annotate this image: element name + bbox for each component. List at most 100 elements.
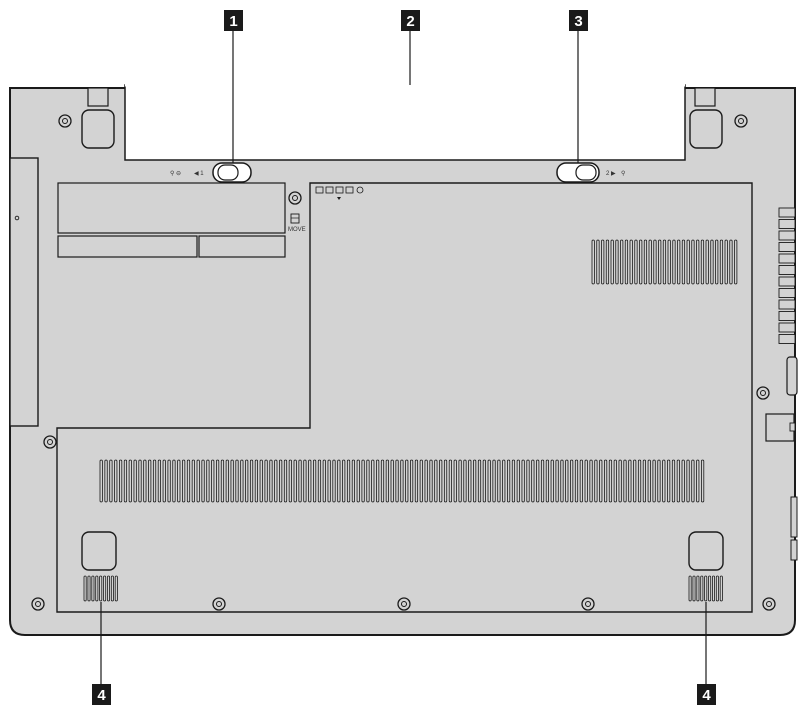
vent-slot	[337, 459, 341, 503]
vent-slot	[545, 459, 550, 503]
vent-slot	[152, 459, 157, 503]
vent-slot	[308, 459, 312, 503]
vent-slot	[453, 459, 457, 503]
side-vent-slot	[778, 299, 796, 310]
vent-slot	[235, 459, 239, 503]
speaker-slot	[696, 575, 700, 602]
vent-slot	[346, 459, 351, 503]
vent-slot	[579, 459, 583, 503]
vent-slot	[608, 459, 613, 503]
battery-latch-spring: 2 ▶ ⚲	[556, 162, 625, 183]
vent-slot	[613, 459, 617, 503]
vent-slot	[628, 459, 632, 503]
vent-slot	[560, 459, 564, 503]
vent-slot	[414, 459, 419, 503]
vent-slot	[303, 459, 307, 503]
vent-slot	[672, 239, 676, 285]
vent-slot	[400, 459, 404, 503]
speaker-slot	[712, 575, 716, 602]
vent-slot	[206, 459, 210, 503]
vent-slot	[356, 459, 360, 503]
vent-slot	[177, 459, 181, 503]
vent-slot	[317, 459, 322, 503]
vent-slot	[729, 239, 733, 285]
vent-slot	[274, 459, 278, 503]
vent-slot	[555, 459, 559, 503]
vent-slot	[605, 239, 610, 285]
vent-slot	[288, 459, 292, 503]
rubber-foot-top-right	[689, 109, 723, 149]
screw-icon	[43, 435, 57, 449]
memory-door-icon	[290, 213, 300, 224]
vent-slot	[463, 459, 467, 503]
vent-slot	[434, 459, 438, 503]
vent-slot	[584, 459, 588, 503]
vent-slot	[506, 459, 511, 503]
vent-slot	[677, 239, 681, 285]
rubber-foot-bottom-right	[688, 531, 724, 571]
vent-slot	[596, 239, 600, 285]
side-vent-slot	[778, 265, 796, 275]
vent-slot	[700, 239, 705, 285]
svg-text:4: 4	[97, 687, 106, 704]
vent-slot	[521, 459, 525, 503]
vent-slot	[633, 459, 637, 503]
vent-slot	[624, 239, 629, 285]
vent-slot	[201, 459, 205, 503]
vent-slot	[249, 459, 254, 503]
vent-slot	[719, 239, 724, 285]
vent-slot	[615, 239, 619, 285]
vent-slot	[376, 459, 380, 503]
component-icons	[315, 186, 364, 200]
speaker-slot	[715, 575, 719, 602]
screw-icon	[288, 191, 302, 205]
vent-slot	[254, 459, 258, 503]
vent-slot	[658, 239, 662, 285]
vent-slot	[724, 239, 728, 285]
callout-badge-4-right: 4	[697, 684, 716, 705]
vent-slot	[681, 239, 686, 285]
side-vent-slot	[778, 253, 796, 264]
speaker-grille-right	[688, 575, 723, 602]
side-port	[786, 356, 798, 396]
label-panel	[57, 182, 286, 234]
vent-slot	[419, 459, 423, 503]
vent-slot	[599, 459, 603, 503]
vent-slot	[526, 459, 530, 503]
side-vent-slot	[778, 311, 796, 321]
vent-slot	[610, 239, 614, 285]
vent-slot	[618, 459, 622, 503]
memory-door-marking: MOVE	[288, 227, 306, 233]
speaker-slot	[83, 575, 87, 602]
battery-latch-manual: ⚲ ⊖ ◀ 1	[170, 162, 252, 183]
vent-slot	[550, 459, 554, 503]
rubber-foot-bottom-left	[81, 531, 117, 571]
vent-slot	[123, 459, 128, 503]
speaker-slot	[107, 575, 111, 602]
vent-slot	[390, 459, 394, 503]
side-port-lower-2	[790, 539, 798, 561]
vent-slot	[458, 459, 462, 503]
vent-slot	[182, 459, 186, 503]
speaker-slot	[704, 575, 708, 602]
vent-slot	[648, 239, 652, 285]
vent-slot	[220, 459, 225, 503]
vent-slot	[395, 459, 399, 503]
vent-slot	[511, 459, 516, 503]
vent-slot	[652, 459, 656, 503]
vent-slot	[634, 239, 638, 285]
vent-slot	[623, 459, 627, 503]
side-vent-slot	[778, 322, 796, 333]
vent-slot	[715, 239, 719, 285]
vent-slot	[298, 459, 302, 503]
vent-slot	[424, 459, 428, 503]
vent-slot	[516, 459, 520, 503]
screw-icon	[581, 597, 595, 611]
vent-slot	[322, 459, 326, 503]
vent-slot	[225, 459, 229, 503]
optical-drive-bay	[9, 157, 39, 427]
vent-slot	[366, 459, 370, 503]
vent-slot	[186, 459, 191, 503]
vent-grille-upper	[591, 239, 738, 285]
vent-slot	[565, 459, 569, 503]
